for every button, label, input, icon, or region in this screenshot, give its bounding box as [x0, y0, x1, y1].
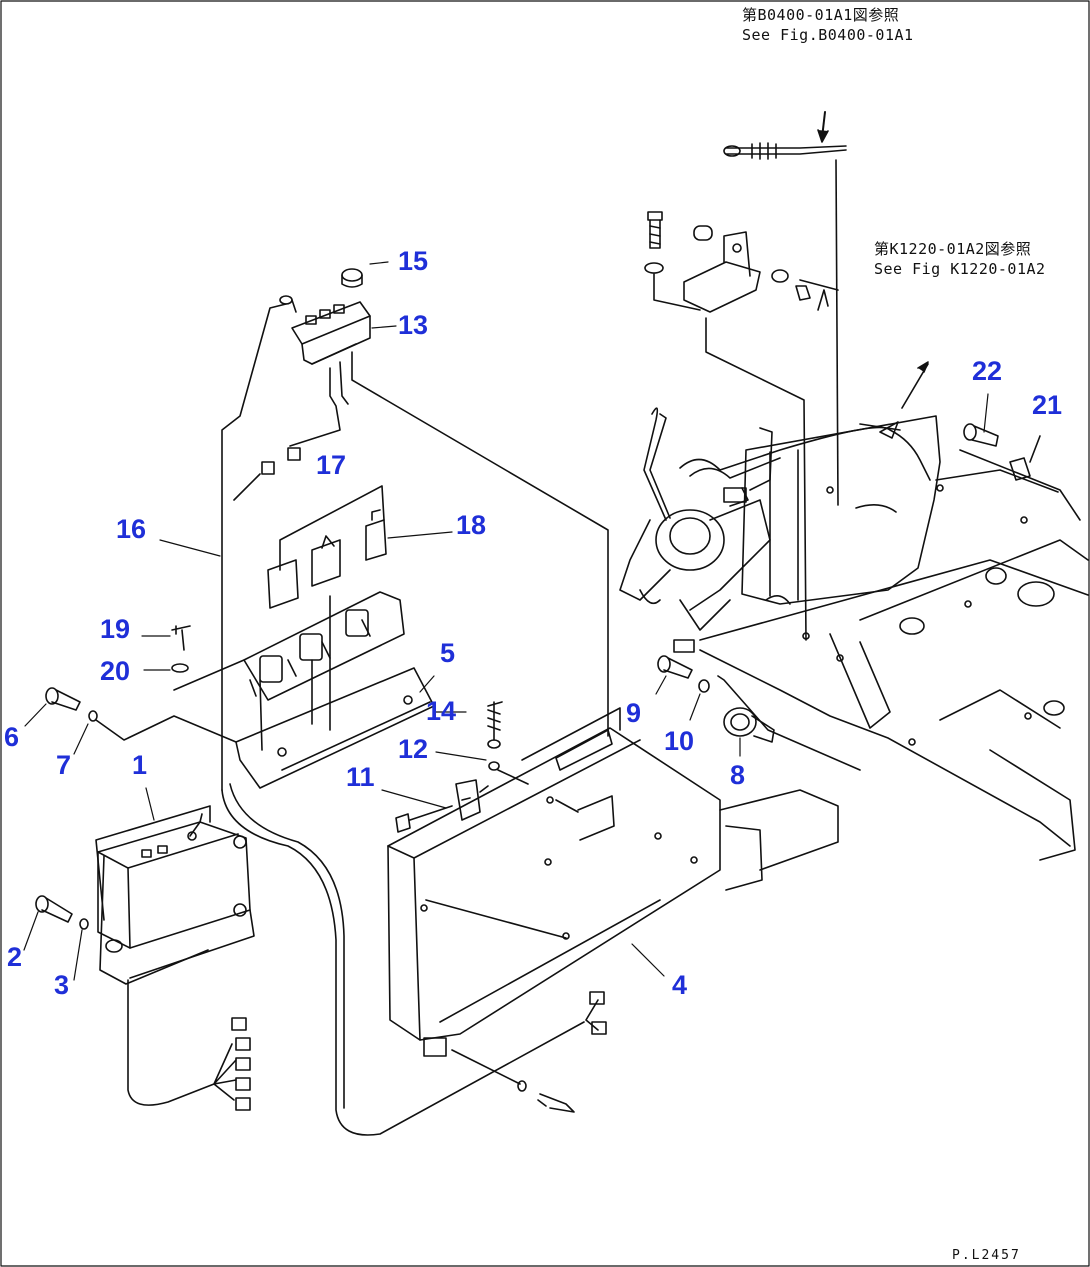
switch-11 [395, 769, 529, 833]
callout-21: 21 [1032, 390, 1063, 420]
callout-18: 18 [456, 510, 487, 540]
reference-k1220-en: See Fig K1220-01A2 [874, 260, 1046, 278]
callout-9: 9 [626, 698, 642, 728]
relays [267, 485, 387, 609]
bracket-pin-assembly [644, 211, 839, 641]
callout-12: 12 [398, 734, 429, 764]
bolt-22 [963, 423, 999, 447]
reference-b0400-en: See Fig.B0400-01A1 [742, 26, 914, 44]
case-4 [387, 707, 839, 1057]
buzzer-8 [723, 707, 775, 743]
callout-3: 3 [54, 970, 70, 1000]
callout-20: 20 [100, 656, 131, 686]
bolt-9-10 [657, 639, 861, 771]
reference-k1220-jp: 第K1220-01A2図参照 [874, 240, 1032, 258]
callout-7: 7 [56, 750, 72, 780]
valve-unit [619, 427, 773, 631]
callout-2: 2 [7, 942, 23, 972]
lever-rod [723, 111, 847, 506]
bolt-2 [35, 895, 89, 930]
part-21 [1009, 435, 1041, 481]
callout-11: 11 [346, 762, 375, 792]
bolt-14 [487, 701, 503, 771]
callout-1: 1 [132, 750, 148, 780]
callout-8: 8 [730, 760, 746, 790]
control-cable [643, 407, 931, 521]
bolt-6 [45, 687, 237, 743]
callout-16: 16 [116, 514, 147, 544]
callout-5: 5 [440, 638, 456, 668]
bolt-19 [171, 625, 245, 691]
relay-bracket-5 [235, 591, 435, 789]
leader-lines [23, 261, 989, 981]
reference-b0400-jp: 第B0400-01A1図参照 [742, 6, 900, 24]
callout-14: 14 [426, 696, 457, 726]
page-id: P.L2457 [952, 1248, 1021, 1263]
callout-22: 22 [972, 356, 1003, 386]
bolt-bottom [451, 1049, 575, 1113]
callout-15: 15 [398, 246, 429, 276]
main-frame [699, 361, 1089, 861]
switch-panel-unit [221, 268, 609, 791]
callout-13: 13 [398, 310, 429, 340]
callout-6: 6 [4, 722, 20, 752]
callout-17: 17 [316, 450, 347, 480]
callout-19: 19 [100, 614, 131, 644]
controller-1 [95, 805, 255, 985]
callout-10: 10 [664, 726, 695, 756]
callout-4: 4 [672, 970, 688, 1000]
wire-harness [127, 783, 607, 1136]
